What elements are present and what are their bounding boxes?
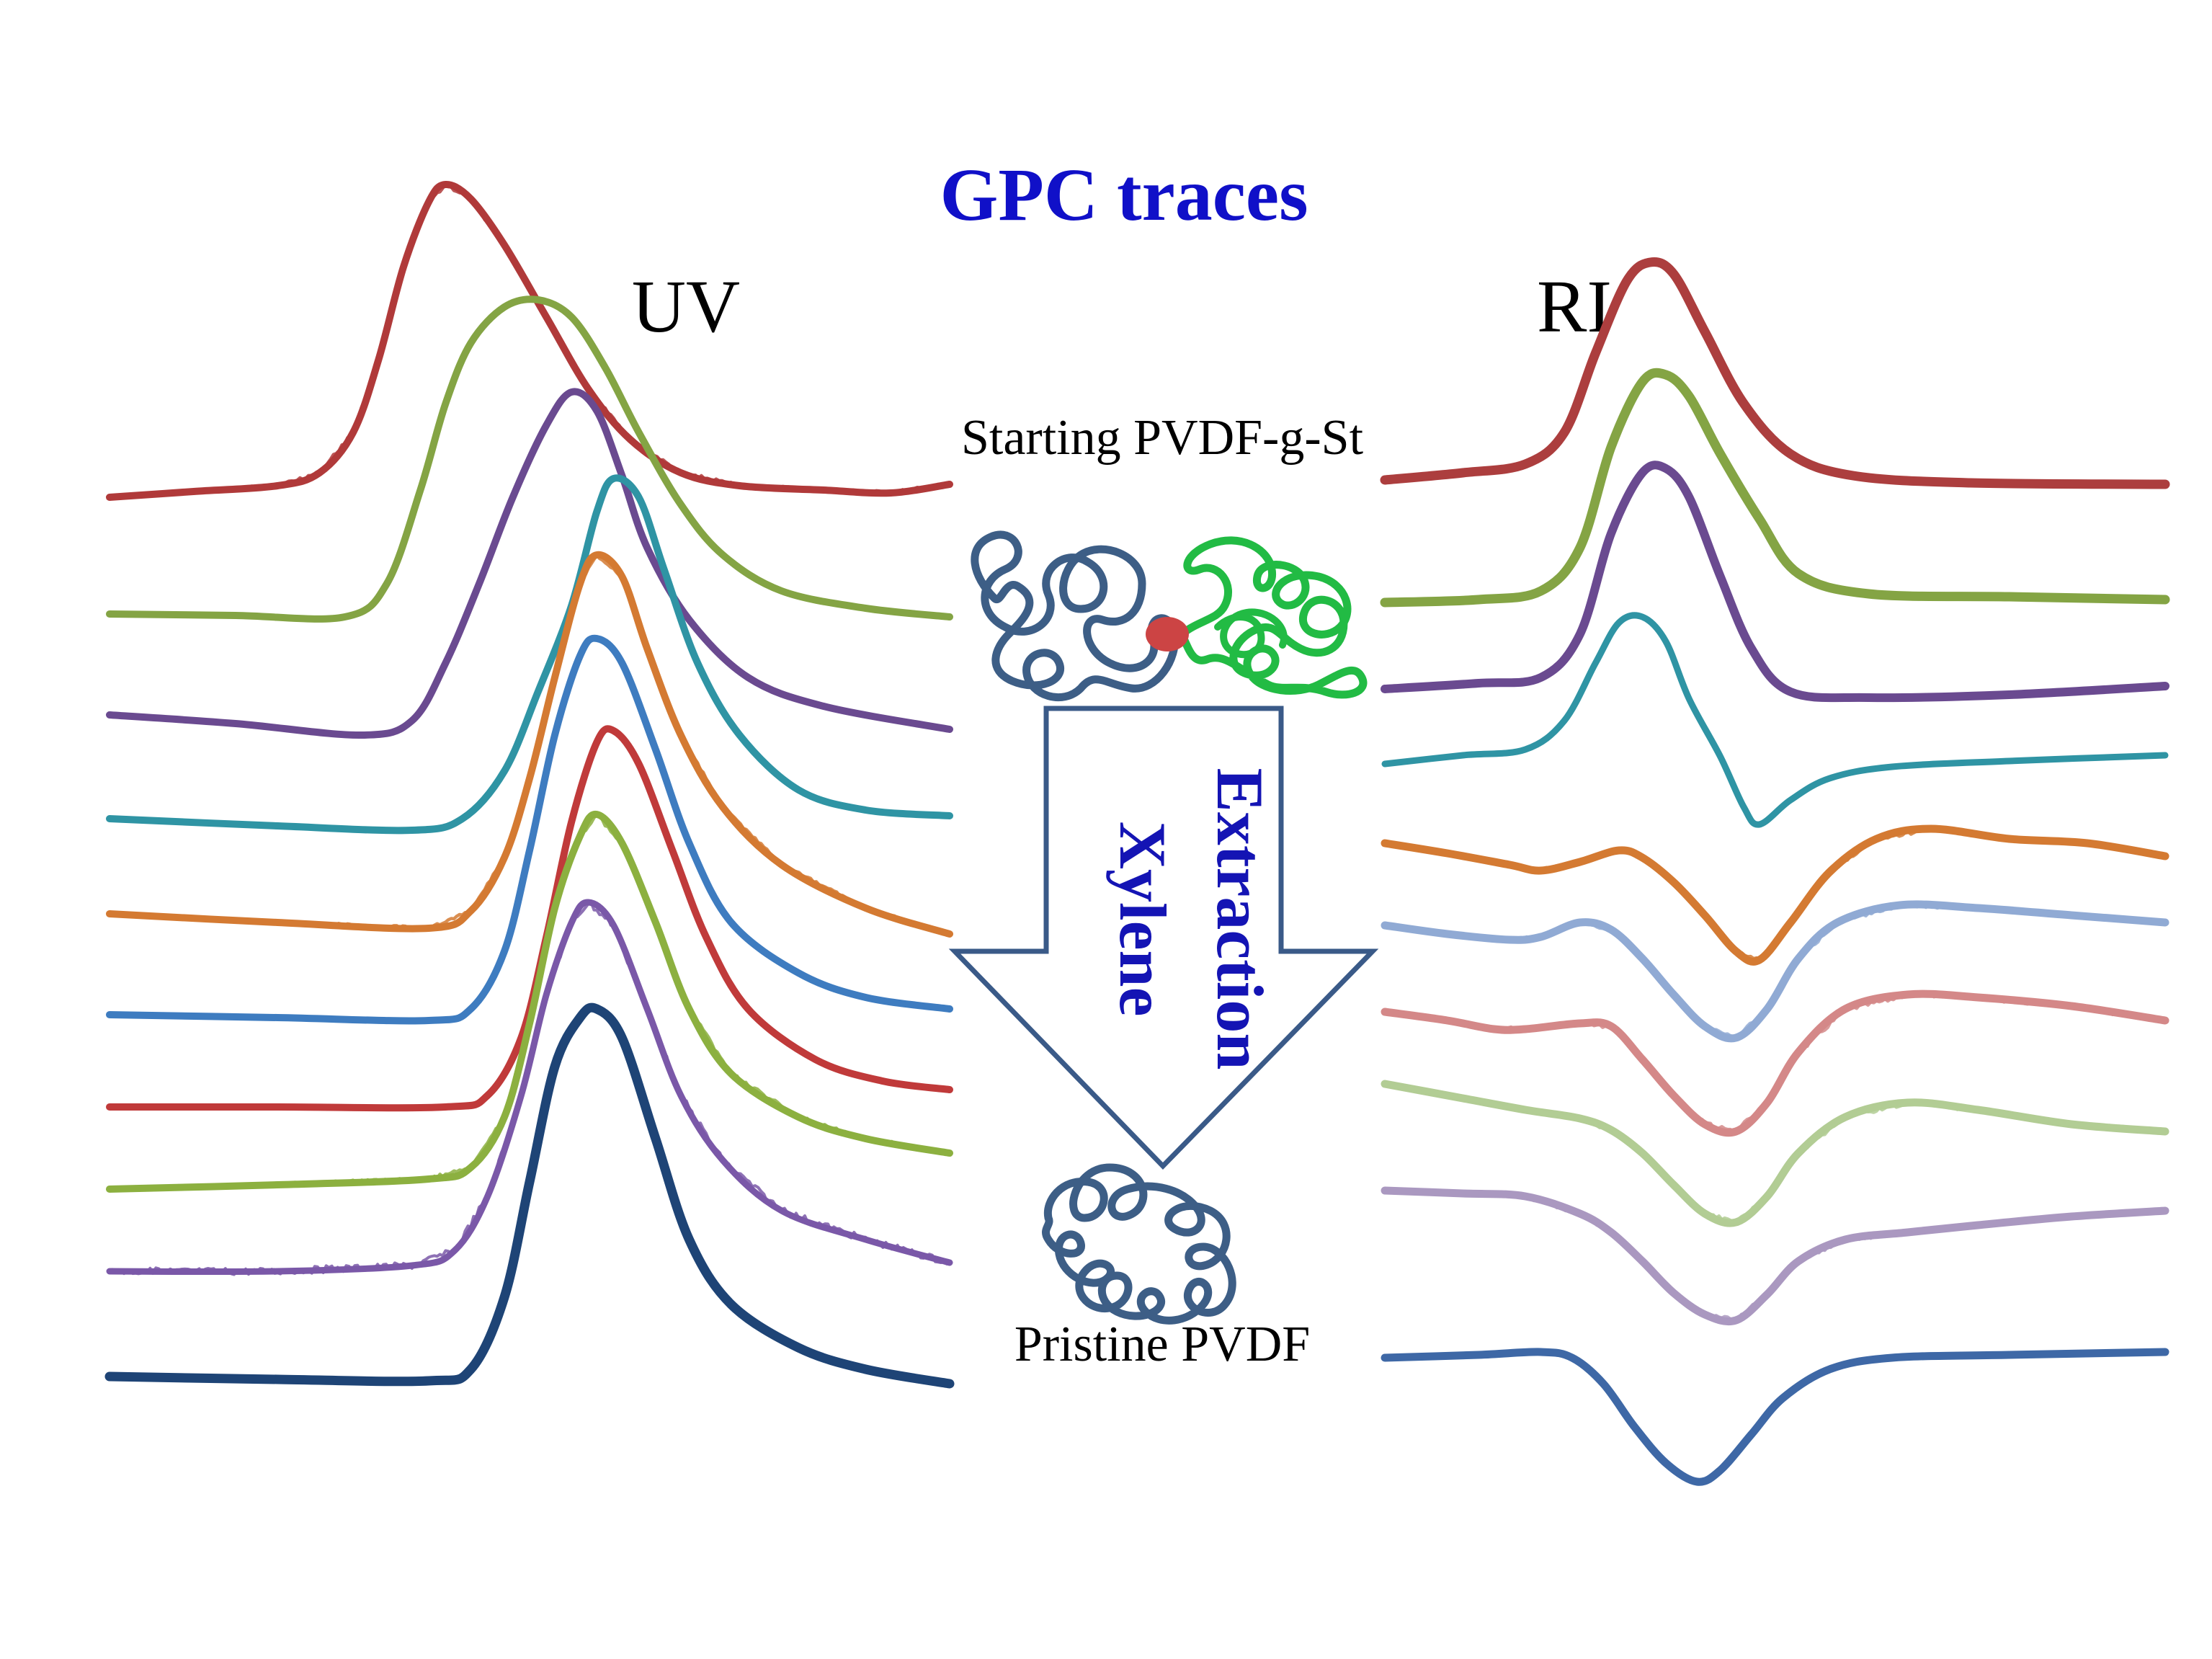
uv-trace-3 <box>106 388 953 739</box>
uv-panel-label: UV <box>632 265 740 348</box>
uv-trace-7 <box>106 725 953 1112</box>
graft-copolymer-icon <box>971 530 1368 702</box>
uv-trace-1-noise <box>109 182 950 501</box>
ri-trace-7-noise <box>1384 991 2167 1135</box>
uv-trace-5-noise <box>109 553 951 936</box>
extraction-arrow-icon <box>948 706 1379 1170</box>
pristine-sample-label: Pristine PVDF <box>1014 1317 1310 1372</box>
pvdf-coil-icon <box>971 530 1179 702</box>
figure-title: GPC traces <box>940 154 1308 236</box>
uv-trace-10 <box>104 1002 955 1389</box>
uv-trace-1 <box>106 180 953 501</box>
pristine-pvdf-coil-icon <box>1042 1163 1236 1325</box>
uv-trace-8-noise <box>109 812 951 1192</box>
ri-trace-4 <box>1381 612 2169 828</box>
uv-trace-4 <box>106 474 953 835</box>
polystyrene-coil-inner-icon <box>1214 608 1288 659</box>
arrow-label-xylene: Xylene <box>1106 822 1179 1017</box>
ri-trace-9 <box>1381 1186 2169 1326</box>
ri-trace-8-noise <box>1383 1081 2166 1224</box>
uv-traces <box>104 180 955 1389</box>
ri-trace-9-noise <box>1384 1187 2166 1323</box>
uv-trace-5 <box>106 551 953 938</box>
ri-trace-1 <box>1380 257 2170 489</box>
ri-trace-5-noise <box>1383 826 2166 963</box>
ri-trace-6 <box>1381 900 2169 1043</box>
starting-sample-label: Starting PVDF-g-St <box>961 410 1364 466</box>
uv-trace-2 <box>106 295 953 623</box>
uv-trace-6 <box>106 634 953 1025</box>
ri-trace-2 <box>1380 368 2170 608</box>
polystyrene-coil-icon <box>1177 536 1368 699</box>
ri-trace-10 <box>1381 1348 2169 1486</box>
junction-point-icon <box>1146 617 1189 651</box>
ri-trace-3 <box>1381 461 2169 703</box>
ri-trace-8 <box>1381 1080 2169 1227</box>
uv-trace-9 <box>106 899 953 1276</box>
ri-trace-6-noise <box>1384 902 2166 1040</box>
ri-trace-7 <box>1381 989 2169 1137</box>
uv-trace-9-noise <box>108 901 950 1276</box>
arrow-label-extraction: Extraction <box>1203 768 1277 1069</box>
ri-traces <box>1380 257 2170 1486</box>
